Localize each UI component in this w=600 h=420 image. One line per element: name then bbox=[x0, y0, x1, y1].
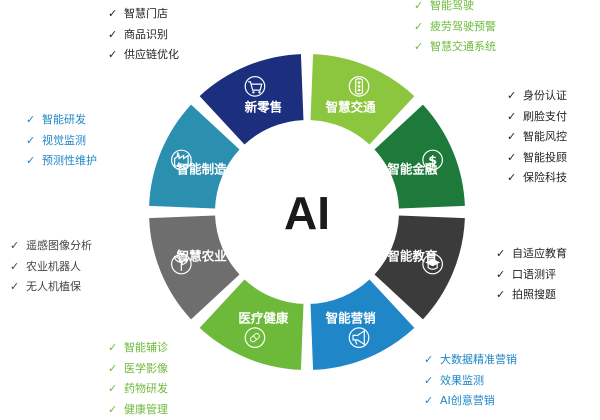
finance-list: ✓身份认证 ✓刷脸支付 ✓智能风控 ✓智能投顾 ✓保险科技 bbox=[507, 86, 567, 189]
marketing-list: ✓大数据精准营销 ✓效果监测 ✓AI创意营销 bbox=[424, 350, 517, 412]
segment-label-traffic: 智慧交通 bbox=[325, 100, 377, 115]
list-item: ✓农业机器人 bbox=[10, 257, 92, 278]
list-item: ✓疲劳驾驶预警 bbox=[414, 17, 496, 38]
check-icon: ✓ bbox=[424, 391, 434, 412]
manufacturing-list: ✓智能研发 ✓视觉监测 ✓预测性维护 bbox=[26, 110, 97, 172]
list-item: ✓健康管理 bbox=[108, 400, 168, 420]
check-icon: ✓ bbox=[108, 359, 118, 380]
check-icon: ✓ bbox=[507, 168, 517, 189]
check-icon: ✓ bbox=[108, 4, 118, 25]
list-item: ✓智慧门店 bbox=[108, 4, 179, 25]
check-icon: ✓ bbox=[26, 110, 36, 131]
list-item: ✓刷脸支付 bbox=[507, 107, 567, 128]
segment-label-retail: 新零售 bbox=[245, 100, 283, 115]
list-item: ✓预测性维护 bbox=[26, 151, 97, 172]
check-icon: ✓ bbox=[108, 338, 118, 359]
check-icon: ✓ bbox=[496, 285, 506, 306]
check-icon: ✓ bbox=[108, 379, 118, 400]
check-icon: ✓ bbox=[507, 127, 517, 148]
list-item: ✓智能辅诊 bbox=[108, 338, 168, 359]
list-item: ✓保险科技 bbox=[507, 168, 567, 189]
segment-label-finance: 智能金融 bbox=[386, 161, 438, 176]
list-item: ✓智能风控 bbox=[507, 127, 567, 148]
list-item: ✓医学影像 bbox=[108, 359, 168, 380]
list-item: ✓智慧交通系统 bbox=[414, 37, 496, 58]
list-item: ✓药物研发 bbox=[108, 379, 168, 400]
list-item: ✓遥感图像分析 bbox=[10, 236, 92, 257]
check-icon: ✓ bbox=[507, 148, 517, 169]
list-item: ✓智能驾驶 bbox=[414, 0, 496, 17]
check-icon: ✓ bbox=[10, 277, 20, 298]
list-item: ✓供应链优化 bbox=[108, 45, 179, 66]
list-item: ✓智能投顾 bbox=[507, 148, 567, 169]
check-icon: ✓ bbox=[414, 37, 424, 58]
check-icon: ✓ bbox=[26, 151, 36, 172]
check-icon: ✓ bbox=[424, 371, 434, 392]
retail-list: ✓智慧门店 ✓商品识别 ✓供应链优化 bbox=[108, 4, 179, 66]
list-item: ✓智能研发 bbox=[26, 110, 97, 131]
list-item: ✓身份认证 bbox=[507, 86, 567, 107]
segment-label-manufacturing: 智能制造 bbox=[176, 161, 228, 176]
list-item: ✓自适应教育 bbox=[496, 244, 567, 265]
list-item: ✓大数据精准营销 bbox=[424, 350, 517, 371]
list-item: ✓商品识别 bbox=[108, 25, 179, 46]
health-list: ✓智能辅诊 ✓医学影像 ✓药物研发 ✓健康管理 bbox=[108, 338, 168, 420]
education-list: ✓自适应教育 ✓口语测评 ✓拍照搜题 bbox=[496, 244, 567, 306]
segment-label-education: 智能教育 bbox=[386, 249, 438, 264]
center-title: AI bbox=[284, 187, 330, 239]
traffic-list: ✓智能驾驶 ✓疲劳驾驶预警 ✓智慧交通系统 bbox=[414, 0, 496, 58]
list-item: ✓效果监测 bbox=[424, 371, 517, 392]
list-item: ✓AI创意营销 bbox=[424, 391, 517, 412]
check-icon: ✓ bbox=[26, 131, 36, 152]
check-icon: ✓ bbox=[10, 257, 20, 278]
check-icon: ✓ bbox=[507, 86, 517, 107]
check-icon: ✓ bbox=[414, 17, 424, 38]
check-icon: ✓ bbox=[108, 45, 118, 66]
check-icon: ✓ bbox=[496, 265, 506, 286]
segment-label-health: 医疗健康 bbox=[238, 310, 289, 325]
list-item: ✓口语测评 bbox=[496, 265, 567, 286]
check-icon: ✓ bbox=[108, 400, 118, 420]
list-item: ✓拍照搜题 bbox=[496, 285, 567, 306]
check-icon: ✓ bbox=[507, 107, 517, 128]
list-item: ✓视觉监测 bbox=[26, 131, 97, 152]
check-icon: ✓ bbox=[496, 244, 506, 265]
check-icon: ✓ bbox=[414, 0, 424, 17]
list-item: ✓无人机植保 bbox=[10, 277, 92, 298]
check-icon: ✓ bbox=[108, 25, 118, 46]
agriculture-list: ✓遥感图像分析 ✓农业机器人 ✓无人机植保 bbox=[10, 236, 92, 298]
segment-label-agriculture: 智慧农业 bbox=[176, 249, 228, 264]
check-icon: ✓ bbox=[424, 350, 434, 371]
check-icon: ✓ bbox=[10, 236, 20, 257]
segment-label-marketing: 智能营销 bbox=[325, 310, 377, 325]
